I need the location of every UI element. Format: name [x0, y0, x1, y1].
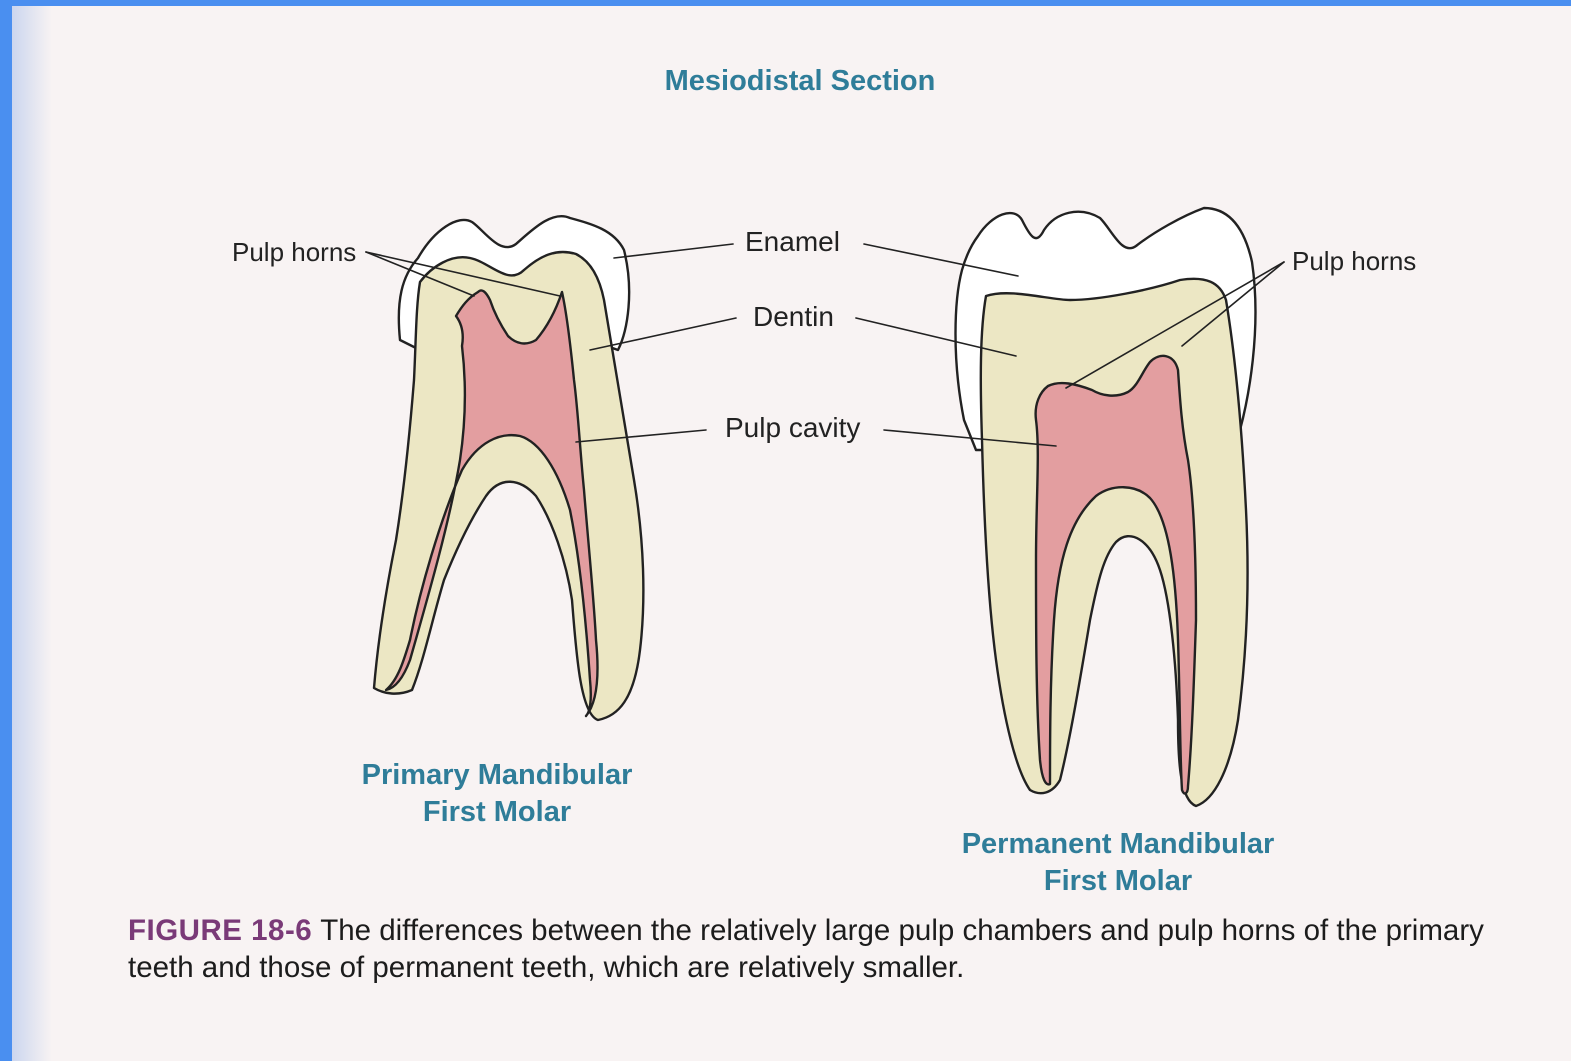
label-enamel: Enamel [745, 226, 840, 258]
primary-molar-title-line1: Primary Mandibular [297, 757, 697, 794]
permanent-molar-title-line1: Permanent Mandibular [918, 826, 1318, 863]
permanent-molar [956, 208, 1256, 806]
primary-molar-title-line2: First Molar [297, 794, 697, 831]
caption-text: The differences between the relatively l… [128, 914, 1484, 984]
permanent-molar-title-line2: First Molar [918, 863, 1318, 900]
permanent-dentin [981, 279, 1248, 806]
figure-number: FIGURE 18-6 [128, 914, 312, 947]
figure-title: Mesiodistal Section [580, 63, 1020, 100]
label-pulp-horns-primary: Pulp horns [232, 236, 356, 268]
label-pulp-cavity: Pulp cavity [725, 412, 860, 444]
permanent-molar-title: Permanent Mandibular First Molar [918, 826, 1318, 900]
label-dentin: Dentin [753, 301, 834, 333]
primary-molar-title: Primary Mandibular First Molar [297, 757, 697, 831]
primary-molar [374, 216, 643, 720]
label-pulp-horns-permanent: Pulp horns [1292, 245, 1416, 277]
